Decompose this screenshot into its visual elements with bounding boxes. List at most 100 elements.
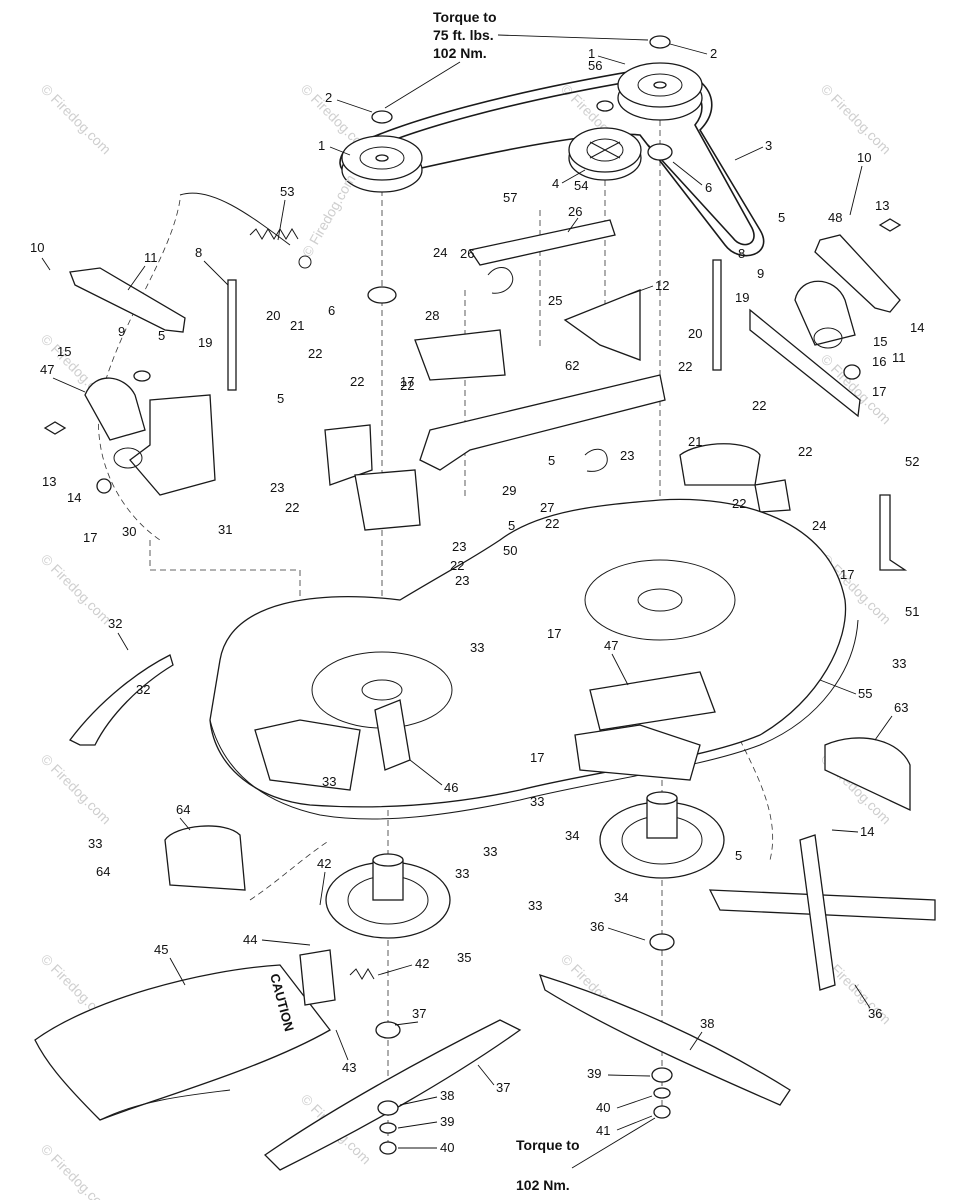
- callout: 42: [317, 856, 331, 871]
- spacer-part-6: [647, 143, 673, 161]
- svg-text:Torque to: Torque to: [433, 9, 497, 25]
- spring-part-16: [813, 327, 843, 349]
- callout: 22: [732, 496, 746, 511]
- hinge-part-43: [299, 949, 336, 1006]
- bracket-part-12: [563, 289, 641, 361]
- callout: 44: [243, 932, 257, 947]
- torque-note-bottom: Torque to 102 Nm.: [516, 1117, 656, 1193]
- callout: 22: [678, 359, 692, 374]
- callout: 29: [502, 483, 516, 498]
- plate-part-47-right: [794, 280, 856, 346]
- washer-part-38-right: [651, 1067, 673, 1083]
- callout: 5: [508, 518, 515, 533]
- spindle-part-34-right: [599, 791, 725, 879]
- callout: 41: [596, 1123, 610, 1138]
- callout: 20: [266, 308, 280, 323]
- callout: 27: [540, 500, 554, 515]
- baffle-part-23-a: [324, 424, 373, 486]
- pulley-right: [617, 62, 703, 121]
- blade-part-37-left: [263, 1019, 522, 1171]
- bracket-part-28: [419, 374, 666, 471]
- callout: 34: [565, 828, 579, 843]
- callout: 19: [198, 335, 212, 350]
- callout: 8: [195, 245, 202, 260]
- mower-deck: [209, 498, 859, 820]
- callout: 17: [83, 530, 97, 545]
- callout: 37: [412, 1006, 426, 1021]
- baffle-deck-left: [254, 719, 361, 791]
- svg-text:© Firedog.com: © Firedog.com: [38, 551, 114, 627]
- cover-part-63: [164, 825, 246, 891]
- callout: 5: [158, 328, 165, 343]
- bracket-part-18: [749, 308, 861, 418]
- washer-part-55: [596, 100, 614, 112]
- callout: 21: [688, 434, 702, 449]
- arm-part-11-left: [69, 267, 186, 333]
- callout: 64: [176, 802, 190, 817]
- spindle-assemblies: [325, 791, 725, 1039]
- callout: 20: [688, 326, 702, 341]
- callout: 6: [328, 303, 335, 318]
- callout: 40: [440, 1140, 454, 1155]
- blade-part-37-right: [538, 974, 791, 1106]
- callout: 36: [590, 919, 604, 934]
- nut-part-17-left: [96, 478, 112, 494]
- callout: 33: [455, 866, 469, 881]
- left-hanger-assembly: [43, 267, 237, 496]
- callout: 9: [118, 324, 125, 339]
- callout: 10: [857, 150, 871, 165]
- bracket-part-30: [129, 394, 216, 496]
- baffle-part-23-b: [354, 469, 421, 531]
- svg-text:© Firedog.com: © Firedog.com: [38, 751, 114, 827]
- spring-part-26-upper: [487, 267, 514, 294]
- svg-text:102 Nm.: 102 Nm.: [433, 45, 487, 61]
- callout: 12: [655, 278, 669, 293]
- callout: 14: [67, 490, 81, 505]
- callout: 6: [705, 180, 712, 195]
- callout: 11: [892, 350, 906, 365]
- nut-part-17-right: [843, 364, 861, 380]
- cover-part-62: [824, 737, 911, 812]
- callout: 22: [798, 444, 812, 459]
- blades: [263, 974, 791, 1171]
- callout: 17: [530, 750, 544, 765]
- callout: 22: [752, 398, 766, 413]
- spring-part-41: [349, 968, 375, 980]
- torque-note-top: Torque to 75 ft. lbs. 102 Nm.: [384, 9, 649, 109]
- callout: 34: [614, 890, 628, 905]
- spring-part-26-lower: [584, 448, 608, 472]
- callout: 47: [40, 362, 54, 377]
- callout: 5: [778, 210, 785, 225]
- spring-part-29: [113, 447, 143, 469]
- callout: 26: [460, 246, 474, 261]
- callout: 38: [440, 1088, 454, 1103]
- callout: 1: [588, 46, 595, 61]
- callout: 5: [735, 848, 742, 863]
- nut-part-40-right: [653, 1105, 671, 1119]
- callout: 21: [290, 318, 304, 333]
- callout: 30: [122, 524, 136, 539]
- rod-part-8-left: [227, 279, 237, 391]
- bushing-part-6-left: [367, 286, 397, 304]
- callout-labels: 1 1 2 2 3 4 5 5 5 5 5 5 6 6 8 8 9 9 10 1…: [30, 43, 924, 1155]
- svg-text:Torque to: Torque to: [516, 1137, 580, 1153]
- callout: 2: [325, 90, 332, 105]
- callout: 5: [277, 391, 284, 406]
- right-hanger-assembly: [712, 218, 908, 571]
- callout: 40: [596, 1100, 610, 1115]
- callout: 42: [415, 956, 429, 971]
- callout: 32: [136, 682, 150, 697]
- callout: 15: [57, 344, 71, 359]
- callout: 22: [450, 558, 464, 573]
- callout: 17: [400, 374, 414, 389]
- callout: 24: [433, 245, 447, 260]
- callout: 8: [738, 246, 745, 261]
- callout: 17: [840, 567, 854, 582]
- callout: 63: [894, 700, 908, 715]
- washer-part-38-left: [377, 1100, 399, 1116]
- callout: 55: [858, 686, 872, 701]
- callout: 39: [587, 1066, 601, 1081]
- baffle-part-23-d: [754, 479, 791, 513]
- center-bracket-assembly: [414, 219, 666, 472]
